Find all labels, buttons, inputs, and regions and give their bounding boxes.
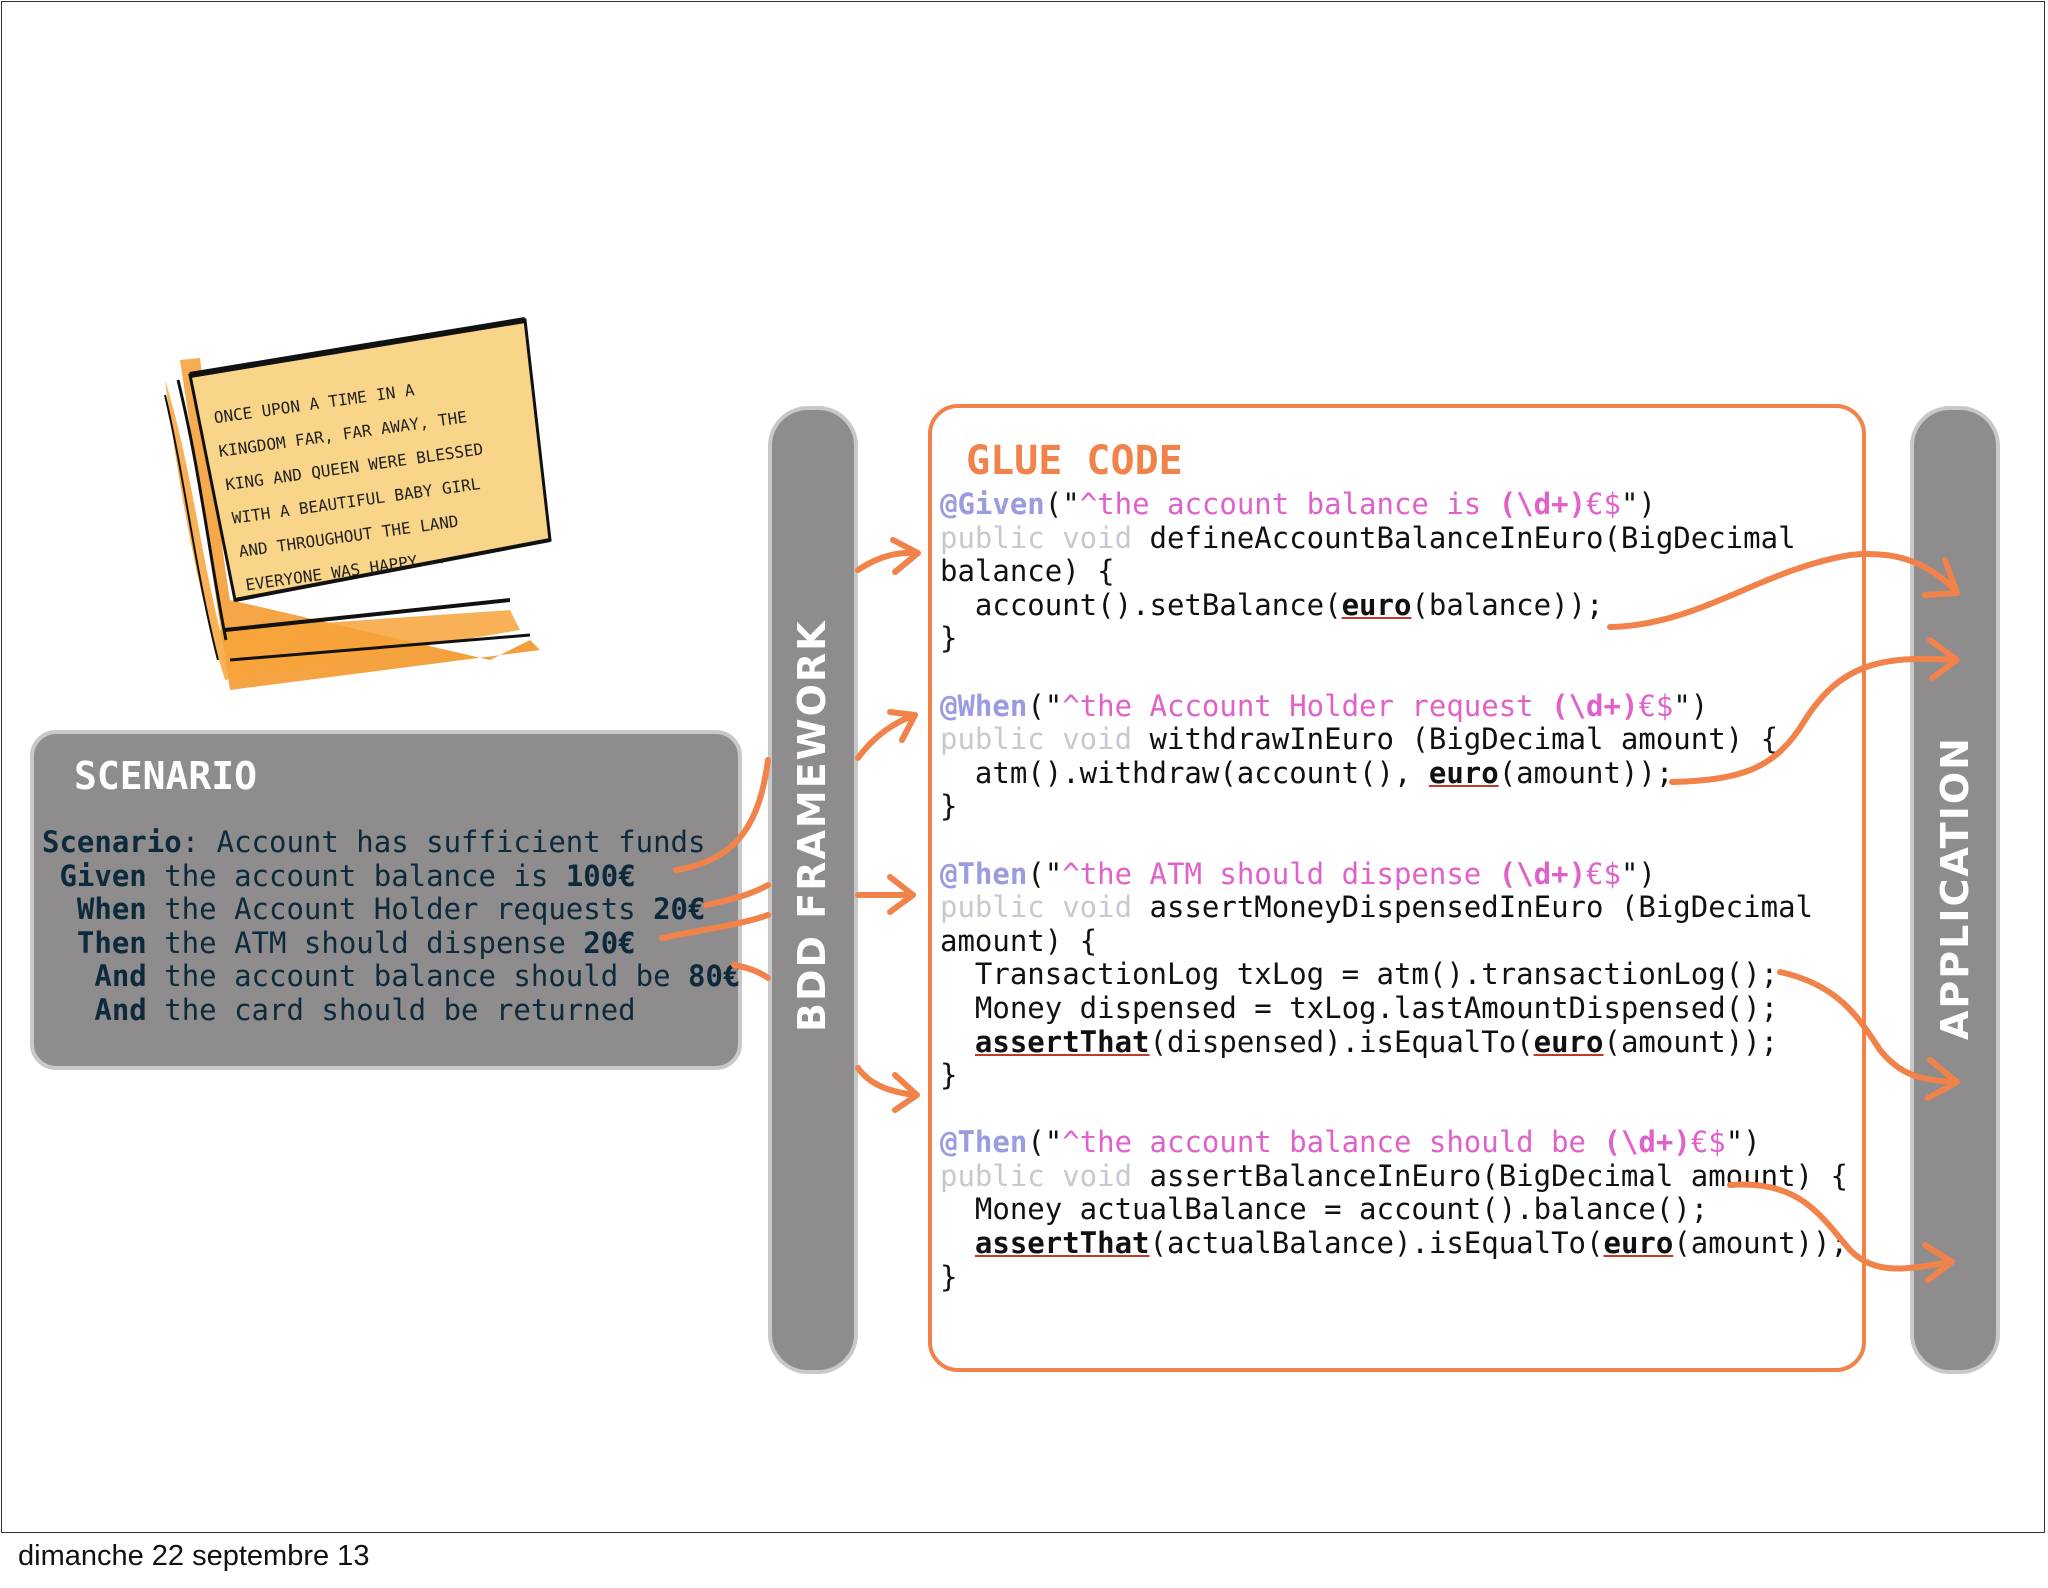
code-line: } (940, 789, 958, 824)
bdd-framework-label: BDD FRAMEWORK (790, 619, 834, 1032)
gherkin-keyword: And (94, 992, 147, 1027)
code-line: @Given("^the account balance is (\d+)€$"… (940, 487, 1656, 521)
code-line: assertThat(dispensed).isEqualTo(euro(amo… (974, 1024, 1779, 1059)
scenario-line: Then the ATM should dispense 20€ (76, 925, 636, 960)
code-line: public void defineAccountBalanceInEuro(B… (940, 520, 1796, 555)
scenario-line: And the account balance should be 80€ (94, 959, 741, 993)
scenario-title: SCENARIO (74, 754, 258, 798)
scenario-box: SCENARIO Scenario: Account has sufficien… (30, 730, 742, 1070)
code-line: balance) { (940, 554, 1115, 589)
application-label: APPLICATION (1933, 736, 1977, 1040)
code-line: } (940, 1058, 958, 1093)
glue-code-box: GLUE CODE @Given("^the account balance i… (928, 404, 1866, 1372)
code-line: public void assertBalanceInEuro(BigDecim… (940, 1158, 1848, 1193)
code-line: @Then("^the ATM should dispense (\d+)€$"… (940, 856, 1656, 891)
code-blank (940, 824, 1848, 858)
gherkin-keyword: Scenario (42, 825, 182, 859)
scenario-line: Given the account balance is 100€ (59, 858, 636, 893)
code-line: assertThat(actualBalance).isEqualTo(euro… (974, 1226, 1848, 1261)
code-line: account().setBalance(euro(balance)); (940, 587, 1604, 622)
story-illustration: ONCE UPON A TIME IN A KINGDOM FAR, FAR A… (130, 300, 630, 720)
glue-code-title: GLUE CODE (966, 438, 1183, 484)
footer-date: dimanche 22 septembre 13 (18, 1540, 370, 1572)
code-blank (940, 1093, 1848, 1127)
code-line: atm().withdraw(account(), euro(amount)); (940, 755, 1674, 790)
code-line: @Then("^the account balance should be (\… (940, 1125, 1761, 1160)
scenario-lines: Scenario: Account has sufficient funds G… (42, 825, 741, 1027)
code-line: public void assertMoneyDispensedInEuro (… (940, 890, 1813, 925)
code-line: } (940, 1259, 958, 1294)
glue-code-listing: @Given("^the account balance is (\d+)€$"… (940, 487, 1848, 1294)
code-line: public void withdrawInEuro (BigDecimal a… (940, 722, 1779, 757)
code-line: Money dispensed = txLog.lastAmountDispen… (940, 990, 1779, 1025)
gherkin-keyword: Given (59, 858, 147, 893)
scenario-line: When the Account Holder requests 20€ (76, 892, 706, 926)
story-papers-graphic: ONCE UPON A TIME IN A KINGDOM FAR, FAR A… (164, 317, 552, 690)
code-line: @When("^the Account Holder request (\d+)… (940, 688, 1709, 723)
gherkin-keyword: When (76, 892, 147, 926)
code-line: } (940, 621, 958, 656)
code-blank (940, 656, 1848, 690)
code-line: amount) { (940, 923, 1098, 958)
code-line: TransactionLog txLog = atm().transaction… (940, 957, 1779, 992)
gherkin-keyword: And (94, 959, 147, 993)
scenario-line: Scenario: Account has sufficient funds (42, 825, 706, 859)
gherkin-keyword: Then (76, 925, 147, 960)
code-line: Money actualBalance = account().balance(… (940, 1192, 1709, 1227)
scenario-line: And the card should be returned (94, 992, 636, 1027)
